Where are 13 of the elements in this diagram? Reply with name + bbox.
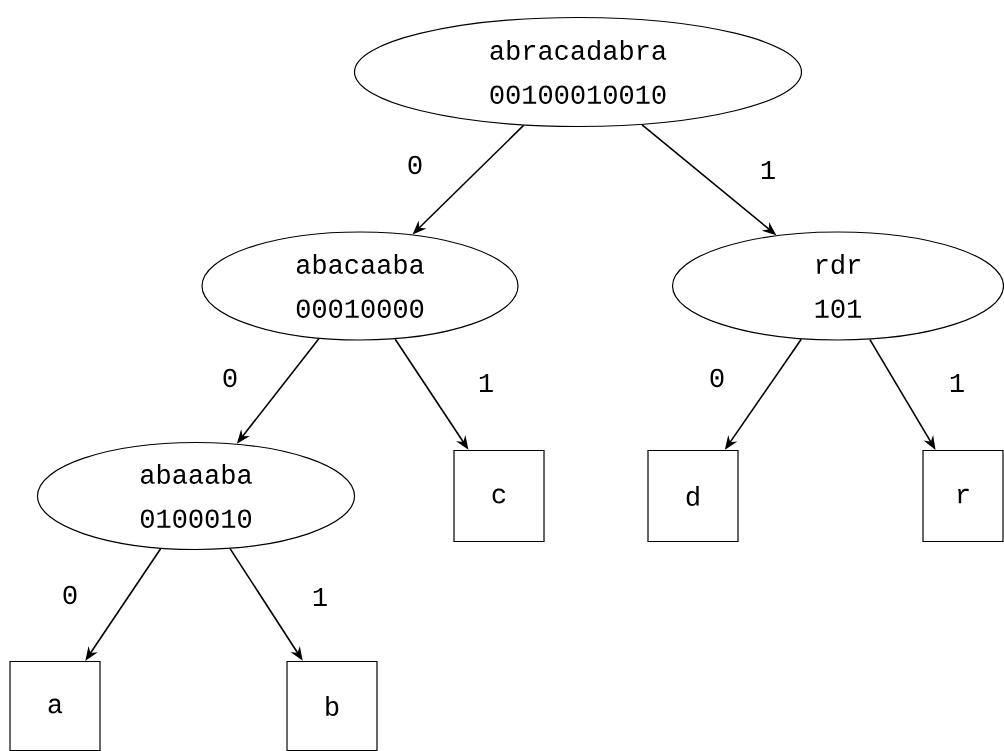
leaf-box: d — [647, 449, 739, 543]
leaf-box: a — [9, 660, 101, 751]
edge-label: 0 — [405, 154, 425, 176]
edge-label: 0 — [707, 367, 727, 389]
leaf-box: r — [922, 449, 1004, 543]
edge-label: 0 — [60, 584, 80, 606]
edge-label: 1 — [310, 587, 330, 607]
leaf-box: b — [286, 660, 378, 751]
edge-label: 1 — [947, 373, 967, 393]
edge-label: 0 — [220, 367, 240, 389]
edge-label: 1 — [758, 160, 778, 180]
leaf-box: c — [453, 449, 545, 543]
edge-label: 1 — [476, 373, 496, 393]
